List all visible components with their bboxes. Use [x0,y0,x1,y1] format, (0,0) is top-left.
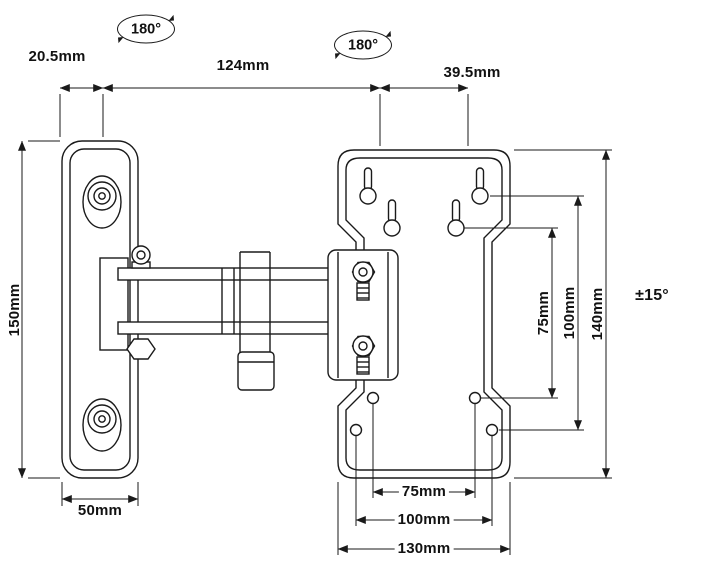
keyhole-slots [359,167,489,237]
dim-label-wall-plate-height: 150mm [5,283,23,337]
arm-pivot-bolt [131,245,151,269]
extension-lines [28,94,612,555]
dim-label-vesa-horizontal-75: 75mm [398,483,450,501]
dim-label-wall-plate-width: 50mm [74,502,126,520]
wall-plate-bottom-screw [82,398,122,452]
cable-clip [237,351,275,391]
dim-label-vesa-vertical-75: 75mm [534,290,552,336]
dim-label-plate-width: 130mm [394,540,454,558]
rotation-badge-right: 180° [334,30,392,60]
dim-label-plate-height: 140mm [588,287,606,341]
arm-lock-nut [126,338,156,360]
vesa-bracket [327,249,399,381]
dim-label-arm-extension: 124mm [213,57,273,75]
dim-label-wall-offset: 20.5mm [25,48,89,66]
mounting-holes [349,391,499,437]
bracket-bolt-bottom [351,335,376,375]
tilt-range-label: ±15° [632,287,672,305]
dim-label-vesa-horizontal-100: 100mm [394,511,454,529]
vesa-plate [337,149,511,479]
rotation-badge-left: 180° [117,14,175,44]
dim-label-plate-offset: 39.5mm [440,64,504,82]
wall-plate-top-screw [82,175,122,229]
articulating-arm [99,245,335,391]
dim-label-vesa-vertical-100: 100mm [560,286,578,340]
bracket-bolt-top [351,261,376,301]
